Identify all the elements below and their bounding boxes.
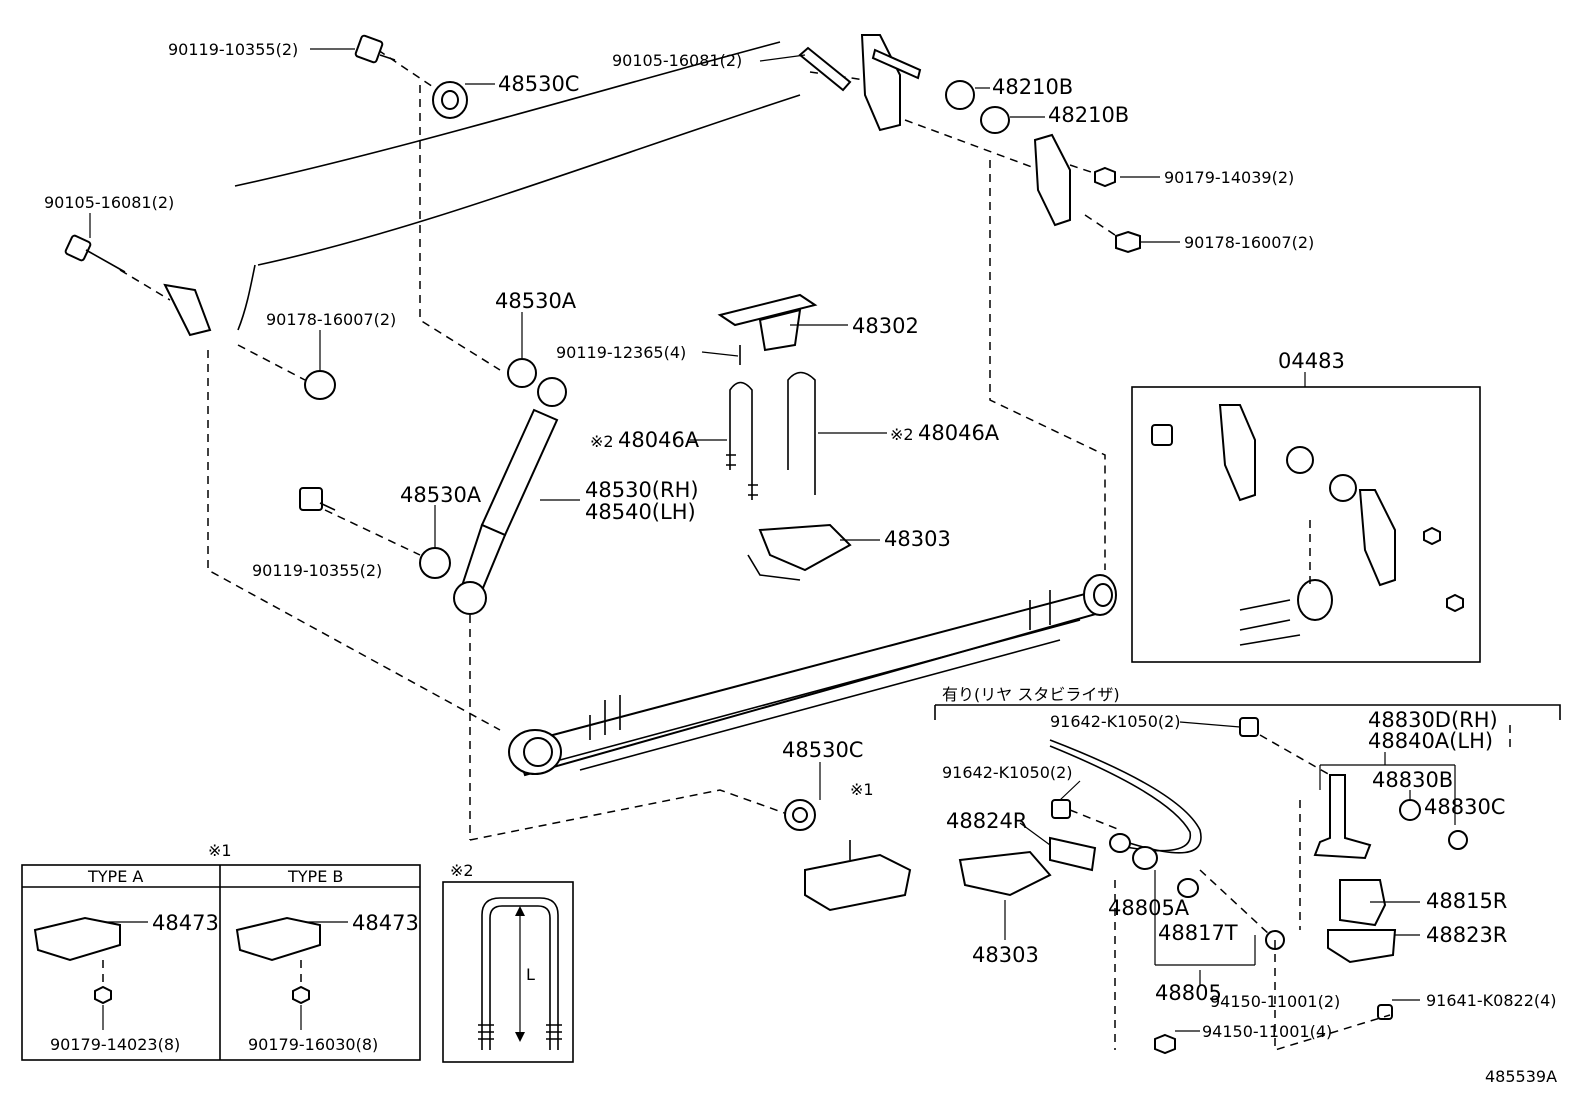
bushing-48815r	[1339, 879, 1387, 927]
bushing-48210b-1	[945, 80, 975, 110]
inset1-nut-a: 90179-14023(8)	[50, 1035, 180, 1054]
label-seat-lower2: 48303	[972, 943, 1039, 967]
leader-lines	[89, 48, 1456, 1032]
label-nut-stab-2: 94150-11001(2)	[1210, 992, 1340, 1011]
label-bolt-left: 90105-16081(2)	[44, 193, 174, 212]
label-bracket-823r: 48823R	[1426, 923, 1507, 947]
label-bolt-top-center: 90105-16081(2)	[612, 51, 742, 70]
label-ubolt-left: 48046A	[618, 428, 700, 452]
label-link-bushing-c: 48830C	[1424, 795, 1505, 819]
bracket-48824r	[1049, 836, 1097, 872]
label-bushing-817t: 48817T	[1158, 921, 1238, 945]
inset1-mark: ※1	[208, 841, 232, 860]
label-bolt-stab-4: 91641-K0822(4)	[1426, 991, 1557, 1010]
leaf-spring	[508, 574, 1117, 777]
inset1-type-a: TYPE A	[87, 867, 143, 886]
inset2-mark: ※2	[450, 861, 474, 880]
label-seat-upper: 48302	[852, 314, 919, 338]
label-bolt-top-left: 90119-10355(2)	[168, 40, 298, 59]
inset1-nut-b: 90179-16030(8)	[248, 1035, 378, 1054]
label-stab-bolt-top: 91642-K1050(2)	[1050, 712, 1181, 731]
label-ubolt-right: 48046A	[918, 421, 1000, 445]
label-nut-left: 90178-16007(2)	[266, 310, 396, 329]
spring-seat-48302	[717, 293, 818, 352]
label-ubolt-left-mark: ※2	[590, 432, 614, 451]
shackle-upper	[798, 34, 1141, 254]
label-stab-805: 48805	[1155, 981, 1222, 1005]
label-seat-lower: 48303	[884, 527, 951, 551]
inset1-part-b: 48473	[352, 911, 419, 935]
label-bushing-815r: 48815R	[1426, 889, 1507, 913]
inset-note1: ※1 TYPE A TYPE B 48473 48473 90179-14023…	[21, 841, 421, 1061]
diagram-id: 485539A	[1485, 1067, 1557, 1086]
label-bushing-a-lower: 48530A	[400, 483, 482, 507]
label-bushing-top: 48530C	[498, 72, 579, 96]
label-bushing-c-lower: 48530C	[782, 738, 863, 762]
label-bracket-r: 48824R	[946, 809, 1027, 833]
bracket-48823r	[1327, 929, 1397, 964]
fasteners	[64, 34, 741, 579]
label-bushing-a-upper: 48530A	[495, 289, 577, 313]
frame-phantom-lines	[119, 41, 1511, 841]
label-bolt-lower-left: 90119-10355(2)	[252, 561, 382, 580]
label-stabilizer-note: 有り(リヤ スタビライザ)	[942, 685, 1120, 704]
inset1-type-b: TYPE B	[287, 867, 343, 886]
label-link-rh: 48830D(RH)	[1368, 708, 1498, 732]
bolt-top-center	[798, 46, 852, 92]
stabilizer-section	[934, 704, 1561, 1055]
part-labels: 90119-10355(2) 48530C 90105-16081(2) 482…	[44, 40, 1557, 1041]
u-bolts	[726, 371, 816, 500]
label-ubolt-right-mark: ※2	[890, 425, 914, 444]
label-kit: 04483	[1278, 349, 1345, 373]
lower-bushing-and-seat	[784, 799, 912, 912]
inset2-dim-label: L	[526, 965, 535, 984]
label-bushing-b2: 48210B	[1048, 103, 1129, 127]
label-nut-upper-right: 90179-14039(2)	[1164, 168, 1294, 187]
spring-seat-48303	[747, 523, 852, 581]
label-bolt-seat: 90119-12365(4)	[556, 343, 686, 362]
label-shock-rh: 48530(RH)	[585, 478, 699, 502]
label-bushing-b1: 48210B	[992, 75, 1073, 99]
label-nut-stab-4: 94150-11001(4)	[1202, 1022, 1332, 1041]
label-nut-right: 90178-16007(2)	[1184, 233, 1314, 252]
label-note1-mark: ※1	[850, 780, 874, 799]
inset-note2: ※2 L	[442, 861, 574, 1063]
label-link-bushing-b: 48830B	[1372, 768, 1453, 792]
label-bushing-805a: 48805A	[1108, 896, 1190, 920]
inset1-part-a: 48473	[152, 911, 219, 935]
label-stab-bolt-left: 91642-K1050(2)	[942, 763, 1073, 782]
label-shock-lh: 48540(LH)	[585, 500, 696, 524]
shock-absorber	[453, 377, 567, 615]
kit-04483	[1131, 372, 1481, 663]
label-link-lh: 48840A(LH)	[1368, 729, 1493, 753]
bushing-48210b-2	[980, 106, 1010, 134]
